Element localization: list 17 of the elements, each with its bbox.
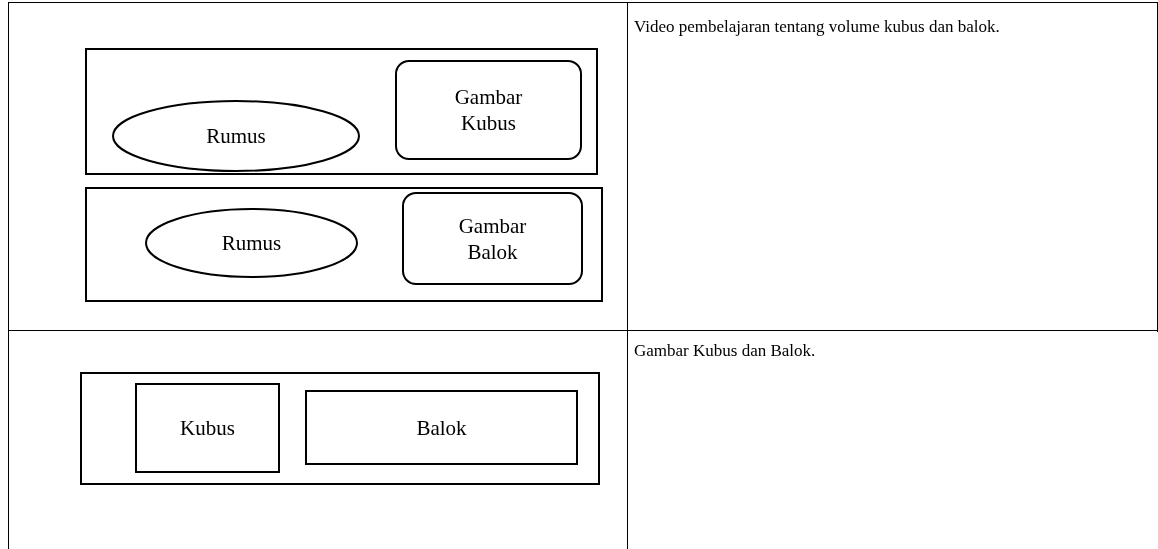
ellipse-shape [145,208,358,278]
node-label: Rumus [220,230,283,256]
wireframe-panel [85,48,598,175]
wireframe-panel [85,187,603,302]
node-label: Gambar Balok [457,212,528,265]
node-label: Balok [415,414,468,441]
rounded-box [395,60,582,160]
cell-text: Video pembelajaran tentang volume kubus dan balok. [634,16,1001,37]
rounded-box [402,192,583,285]
ellipse-shape [112,100,360,172]
node-label: Kubus [179,415,236,441]
rectangle-box [305,390,578,465]
cell-text: Gambar Kubus dan Balok. [634,340,817,361]
rectangle-box [135,383,280,473]
node-label: Gambar Kubus [453,84,524,136]
wireframe-panel [80,372,600,485]
node-label: Rumus [205,123,267,149]
